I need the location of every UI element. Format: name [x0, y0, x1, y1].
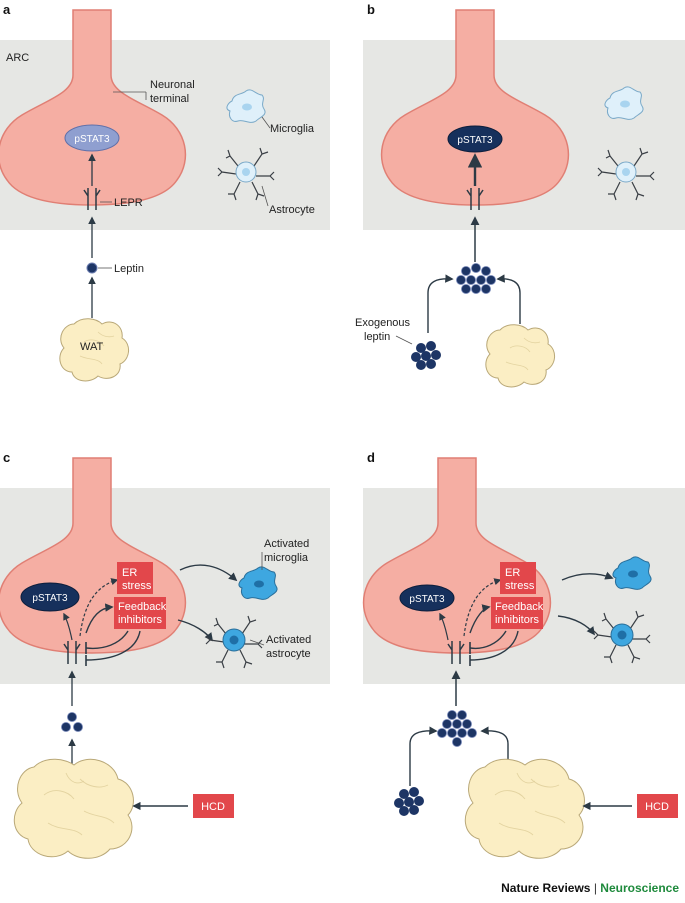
lepr-receptor-icon-c [63, 641, 81, 664]
pstat3-label: pSTAT3 [74, 134, 110, 145]
microglia-label: Microglia [270, 123, 315, 135]
leptin-label: Leptin [114, 263, 144, 275]
neuronal-terminal-label-1: Neuronal [150, 79, 195, 91]
pstat3-label-c: pSTAT3 [32, 593, 68, 604]
astrocyte-icon [217, 147, 275, 201]
lepr-receptor-icon [83, 188, 101, 210]
astrocyte-icon-b [597, 147, 655, 201]
arc-label: ARC [6, 52, 29, 64]
activated-astrocyte-icon-d [593, 610, 651, 664]
panel-letter-c: c [3, 450, 10, 465]
er-stress-label-2-d: stress [505, 580, 535, 592]
pstat3-node [64, 124, 120, 152]
leptin-cluster-c [61, 712, 83, 732]
feedback-inhibitors-label-1-d: Feedback [495, 601, 544, 613]
journal-name: Neuroscience [600, 881, 679, 895]
journal-separator: | [593, 881, 597, 895]
exogenous-leptin-label-1: Exogenous [355, 317, 411, 329]
leptin-cluster-d [437, 710, 477, 747]
wat-label: WAT [80, 341, 103, 353]
pstat3-node-d [399, 584, 455, 612]
leptin-dot [86, 262, 98, 274]
activated-astrocyte-label-2: astrocyte [266, 648, 311, 660]
activated-microglia-label-2: microglia [264, 552, 309, 564]
pstat3-label-d: pSTAT3 [409, 594, 445, 605]
pstat3-node-c [20, 582, 80, 612]
hcd-box [193, 794, 234, 818]
pstat3-node-b [447, 125, 503, 153]
panel-letter-d: d [367, 450, 375, 465]
neuronal-terminal-label-2: terminal [150, 93, 189, 105]
activated-microglia-label-1: Activated [264, 538, 309, 550]
panel-c: c pSTAT3 ER stress Feedback inhibitors A… [0, 450, 330, 859]
feedback-inhibitors-label-2: inhibitors [118, 614, 163, 626]
journal-prefix: Nature Reviews [501, 881, 591, 895]
pstat3-label-b: pSTAT3 [457, 135, 493, 146]
wat-adipose-icon-c [13, 758, 134, 859]
wat-adipose-icon-b [485, 324, 556, 388]
panel-a: a ARC Neuronal terminal pSTAT3 LEPR Micr… [0, 2, 330, 382]
leptin-cluster-b [456, 263, 496, 294]
er-stress-label-1: ER [122, 567, 137, 579]
hcd-box-d [637, 794, 678, 818]
lepr-receptor-icon-d [447, 641, 465, 664]
feedback-inhibitors-label-2-d: inhibitors [495, 614, 540, 626]
exogenous-leptin-cluster [411, 341, 441, 370]
feedback-inhibitors-label-1: Feedback [118, 601, 167, 613]
activated-astrocyte-icon [205, 615, 263, 669]
activated-astrocyte-label-1: Activated [266, 634, 311, 646]
feedback-inhibitors-box [114, 597, 166, 629]
hcd-label-d: HCD [645, 801, 669, 813]
er-stress-label-1-d: ER [505, 567, 520, 579]
journal-footer: Nature Reviews | Neuroscience [501, 881, 679, 895]
exogenous-leptin-label-2: leptin [364, 331, 390, 343]
lepr-label: LEPR [114, 197, 143, 209]
astrocyte-label: Astrocyte [269, 204, 315, 216]
panel-d: d pSTAT3 ER stress Feedback inhibitors [362, 450, 685, 859]
wat-adipose-icon-d [464, 758, 585, 859]
panel-b: b pSTAT3 Exogenous leptin [355, 2, 685, 388]
feedback-inhibitors-box-d [491, 597, 543, 629]
er-stress-box [117, 562, 153, 594]
hcd-label: HCD [201, 801, 225, 813]
er-stress-label-2: stress [122, 580, 152, 592]
panel-letter-a: a [3, 2, 11, 17]
panel-letter-b: b [367, 2, 375, 17]
er-stress-box-d [500, 562, 536, 594]
exogenous-leptin-cluster-d [394, 787, 424, 816]
lepr-receptor-icon-b [466, 188, 484, 210]
